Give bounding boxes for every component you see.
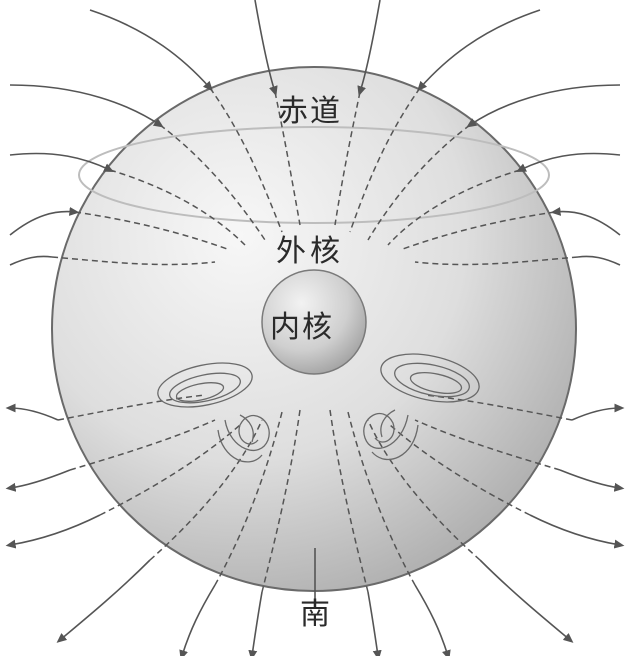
inner-core-label: 内核 <box>270 302 334 346</box>
equator-label: 赤道 <box>278 86 342 130</box>
outer-core-label: 外核 <box>276 226 344 270</box>
south-pole-label: 南 <box>300 589 330 633</box>
